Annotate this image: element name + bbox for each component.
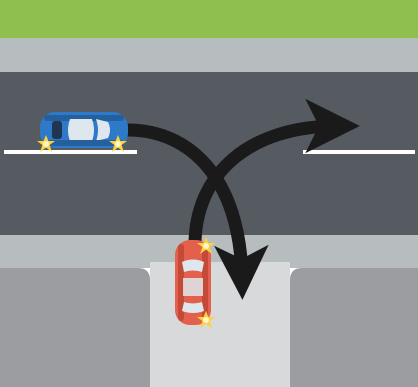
side-road bbox=[150, 262, 290, 387]
lane-marking-right bbox=[303, 150, 415, 154]
verge-left bbox=[0, 268, 150, 387]
lane-marking-left bbox=[4, 150, 137, 154]
grass-strip bbox=[0, 0, 418, 40]
verge-right bbox=[290, 268, 418, 387]
footpath-top bbox=[0, 38, 418, 72]
